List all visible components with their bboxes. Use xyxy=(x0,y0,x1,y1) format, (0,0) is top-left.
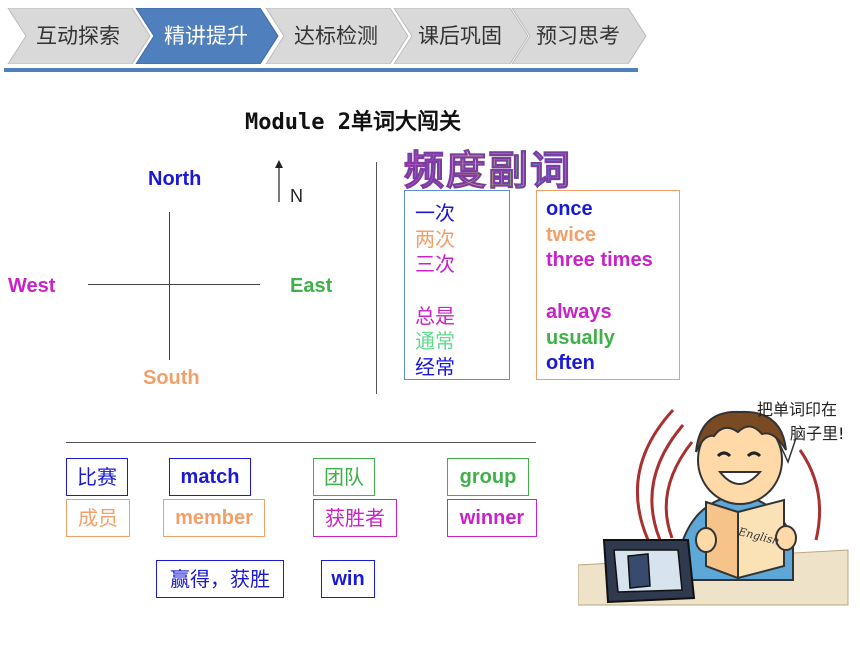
freq-cn-item: 一次 xyxy=(415,201,455,225)
nav-tab-review[interactable]: 课后巩固 xyxy=(390,8,530,64)
freq-cn-item: 经常 xyxy=(415,355,455,379)
direction-west: West xyxy=(8,275,56,297)
vocab-box: member xyxy=(163,499,265,537)
title-subtitle: 单词大闯关 xyxy=(350,110,461,135)
title-module: Module 2 xyxy=(245,110,351,135)
compass-vertical-line xyxy=(169,212,170,360)
nav-tab-explore[interactable]: 互动探索 xyxy=(4,8,152,64)
nav-tab-label: 精讲提升 xyxy=(164,24,248,48)
boy-reading-icon xyxy=(578,408,849,606)
freq-en-item: usually xyxy=(546,327,615,349)
nav-tab-lecture[interactable]: 精讲提升 xyxy=(132,8,280,64)
vocab-box: winner xyxy=(447,499,537,537)
freq-en-item: twice xyxy=(546,224,597,246)
nav-tab-label: 预习思考 xyxy=(536,24,620,48)
vocab-box: win xyxy=(321,560,375,598)
nav-tab-shape xyxy=(393,8,529,64)
freq-en-item: always xyxy=(546,301,612,323)
freq-en-item: once xyxy=(546,198,593,220)
speech-line-2: 脑子里! xyxy=(790,424,845,443)
section-divider-horizontal xyxy=(66,442,536,443)
vocab-box: 成员 xyxy=(66,499,130,537)
freq-cn-item: 三次 xyxy=(415,252,455,276)
nav-tab-shape xyxy=(265,8,409,64)
direction-east: East xyxy=(290,275,333,297)
vocab-box: 获胜者 xyxy=(313,499,397,537)
nav-tab-label: 达标检测 xyxy=(294,24,378,48)
freq-en-item: three times xyxy=(546,249,653,271)
nav-underline xyxy=(4,68,638,72)
nav-tab-label: 互动探索 xyxy=(36,24,120,48)
direction-south: South xyxy=(143,367,200,389)
frequency-english-box: once twice three times always usually of… xyxy=(536,190,680,380)
vocab-box: 团队 xyxy=(313,458,375,496)
nav-tab-shape xyxy=(7,8,151,64)
nav-tab-label: 课后巩固 xyxy=(418,24,502,48)
vocab-box: 比赛 xyxy=(66,458,128,496)
frequency-heading: 频度副词 xyxy=(404,138,572,196)
section-divider-vertical xyxy=(376,162,377,394)
freq-cn-item: 两次 xyxy=(415,227,455,251)
vocab-box: match xyxy=(169,458,251,496)
freq-en-item: often xyxy=(546,352,595,374)
compass-horizontal-line xyxy=(88,284,260,285)
nav-tab-shape xyxy=(135,8,279,64)
freq-cn-item: 通常 xyxy=(415,329,455,353)
north-marker: N xyxy=(290,186,303,206)
direction-north: North xyxy=(148,168,202,190)
north-arrow-icon xyxy=(275,160,283,202)
vocab-box: group xyxy=(447,458,529,496)
nav-tab-shape xyxy=(511,8,647,64)
freq-cn-item: 总是 xyxy=(415,304,455,328)
vocab-box: 赢得，获胜 xyxy=(156,560,284,598)
page-title: Module 2单词大闯关 xyxy=(245,104,461,136)
speech-line-1: 把单词印在 xyxy=(757,400,838,419)
frequency-chinese-box: 一次 两次 三次 总是 通常 经常 xyxy=(404,190,510,380)
nav-tab-preview[interactable]: 预习思考 xyxy=(508,8,648,64)
nav-tab-test[interactable]: 达标检测 xyxy=(262,8,410,64)
